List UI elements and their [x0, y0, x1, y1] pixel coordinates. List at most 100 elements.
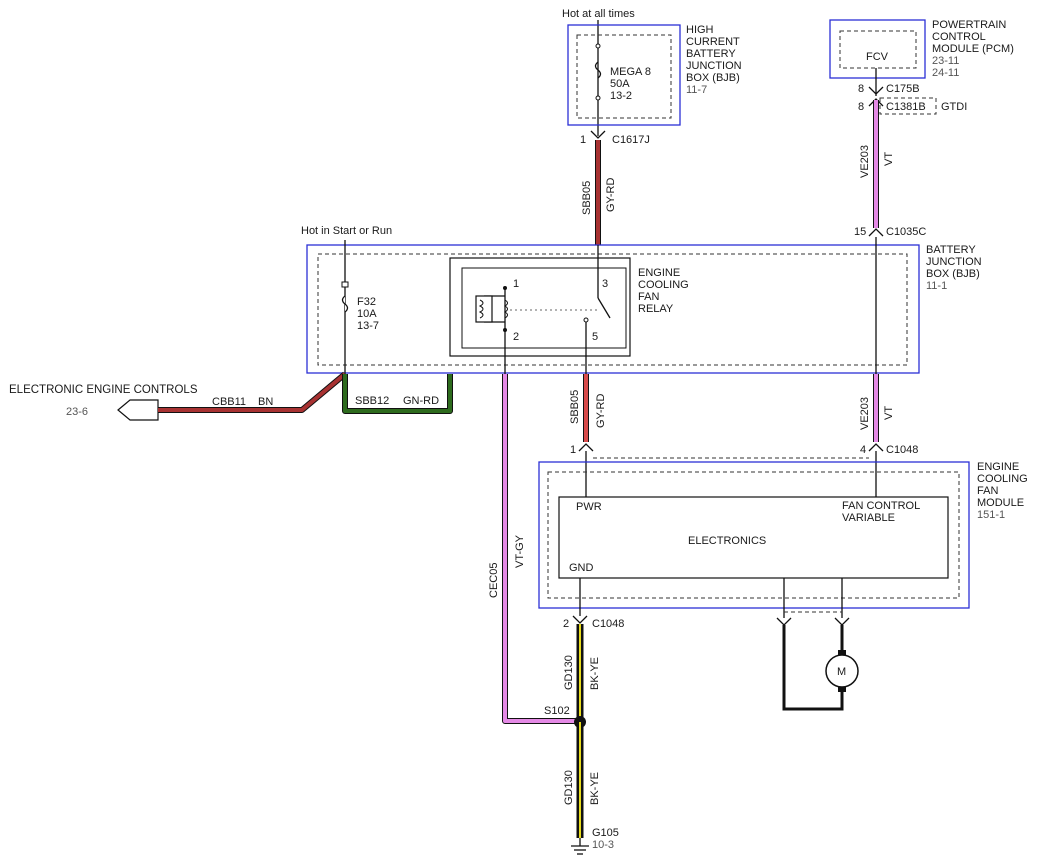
eec-label: ELECTRONIC ENGINE CONTROLS [9, 384, 198, 396]
pcm-inner-box [839, 30, 917, 69]
c1048-pin1: 1 [570, 444, 576, 456]
pcm-box [829, 19, 926, 79]
s102-label: S102 [544, 705, 570, 717]
relay-outer-box [449, 257, 631, 357]
g105-ref: 10-3 [592, 839, 614, 851]
sbb12-wire [343, 374, 452, 413]
c1381b-connector-icon [868, 98, 884, 107]
c1048-pin1-connector-icon [578, 443, 594, 452]
ve203-top-color: VT [883, 152, 895, 166]
pcm-label: POWERTRAIN CONTROL MODULE (PCM) 23-11 24… [932, 19, 1014, 79]
bjb-inner-box [317, 253, 908, 366]
svg-text:11-7: 11-7 [686, 84, 707, 96]
relay-pin-2: 2 [513, 331, 519, 343]
c1617j-pin: 1 [580, 134, 586, 146]
svg-text:BOX (BJB): BOX (BJB) [926, 268, 980, 280]
cbb11-circuit: CBB11 [212, 396, 246, 408]
c1048-pin2: 2 [563, 618, 569, 630]
fan-motor-icon [825, 654, 859, 688]
ve203-top-circuit: VE203 [859, 145, 871, 178]
sbb05-top-color: GY-RD [605, 178, 617, 212]
relay-pin-1: 1 [513, 278, 519, 290]
svg-text:COOLING: COOLING [638, 279, 689, 291]
hot-in-start-or-run-label: Hot in Start or Run [301, 225, 392, 237]
eec-connector-icon [117, 399, 159, 421]
c1048-pin2-label: C1048 [592, 618, 624, 630]
hcbjb-box [567, 24, 681, 126]
c1035c-label: C1035C [886, 226, 926, 238]
f32-terminal [341, 281, 349, 288]
sbb05-mid-color: GY-RD [595, 394, 607, 428]
cec05-circuit: CEC05 [488, 563, 500, 598]
svg-text:FAN: FAN [638, 291, 659, 303]
f32-line3: 13-7 [357, 320, 379, 332]
svg-text:MODULE: MODULE [977, 497, 1024, 509]
ve203-mid-color: VT [883, 406, 895, 420]
f32-line2: 10A [357, 308, 377, 320]
fuse-terminal [595, 43, 601, 49]
fan-module-box [538, 461, 970, 609]
relay-coil-icon [475, 295, 493, 323]
pcm-fcv: FCV [866, 51, 889, 63]
relay-pin-5: 5 [592, 331, 598, 343]
mega-fuse-line1: MEGA 8 [610, 66, 651, 78]
svg-text:CURRENT: CURRENT [686, 36, 740, 48]
g105-label: G105 [592, 827, 619, 839]
electronics-box [558, 496, 949, 579]
sbb12-color: GN-RD [403, 395, 439, 407]
f32-line1: F32 [357, 296, 376, 308]
svg-text:MODULE (PCM): MODULE (PCM) [932, 43, 1014, 55]
c1617j-connector-icon [590, 130, 606, 139]
hcbjb-label: HIGH CURRENT BATTERY JUNCTION BOX (BJB) … [686, 24, 742, 96]
mega-fuse-line3: 13-2 [610, 90, 632, 102]
svg-text:HIGH: HIGH [686, 24, 714, 36]
svg-text:COOLING: COOLING [977, 473, 1028, 485]
sbb05-mid-circuit: SBB05 [569, 390, 581, 424]
relay-pin-3: 3 [602, 278, 608, 290]
c1381b-pin: 8 [858, 101, 864, 113]
c1035c-pin: 15 [854, 226, 866, 238]
svg-text:RELAY: RELAY [638, 303, 674, 315]
svg-text:BATTERY: BATTERY [686, 48, 736, 60]
gd130-a-circuit: GD130 [563, 655, 575, 690]
eec-ref: 23-6 [66, 406, 88, 418]
svg-text:23-11: 23-11 [932, 55, 959, 67]
c1048-label: C1048 [886, 444, 918, 456]
relay-inner-box [461, 267, 627, 349]
c175b-connector-icon [868, 86, 884, 95]
hot-at-all-times-label: Hot at all times [562, 8, 635, 20]
svg-text:24-11: 24-11 [932, 67, 959, 79]
c1617j-label: C1617J [612, 134, 650, 146]
c1048-pin4: 4 [860, 444, 866, 456]
pwr-label: PWR [576, 501, 602, 513]
sbb12-circuit: SBB12 [355, 395, 389, 407]
relay-contact [583, 317, 589, 323]
cbb11-wire [158, 372, 347, 412]
c1381b-label: C1381B [886, 101, 926, 113]
c1048-pin2-connector-icon [572, 615, 588, 624]
svg-text:ENGINE: ENGINE [638, 267, 680, 279]
fan-control-line1: FAN CONTROL [842, 500, 920, 512]
relay-label: ENGINE COOLING FAN RELAY [638, 267, 689, 315]
c175b-pin: 8 [858, 83, 864, 95]
svg-text:FAN: FAN [977, 485, 998, 497]
svg-text:JUNCTION: JUNCTION [926, 256, 982, 268]
c175b-label: C175B [886, 83, 920, 95]
sbb05-top-circuit: SBB05 [581, 181, 593, 215]
motor-left-connector-icon [776, 617, 792, 626]
svg-text:151-1: 151-1 [977, 509, 1005, 521]
svg-text:BOX (BJB): BOX (BJB) [686, 72, 740, 84]
c1035c-connector-icon [868, 228, 884, 237]
fuse-terminal-bottom [595, 95, 601, 101]
ve203-mid-circuit: VE203 [859, 397, 871, 430]
svg-text:CONTROL: CONTROL [932, 31, 986, 43]
gd130-a-color: BK-YE [589, 657, 601, 690]
hcbjb-inner-box [576, 34, 672, 119]
gd130-b-color: BK-YE [589, 772, 601, 805]
motor-right-connector-icon [834, 617, 850, 626]
c1048-pin4-connector-icon [868, 443, 884, 452]
svg-text:ENGINE: ENGINE [977, 461, 1019, 473]
bjb-label: BATTERY JUNCTION BOX (BJB) 11-1 [926, 244, 982, 292]
mega-fuse-line2: 50A [610, 78, 630, 90]
